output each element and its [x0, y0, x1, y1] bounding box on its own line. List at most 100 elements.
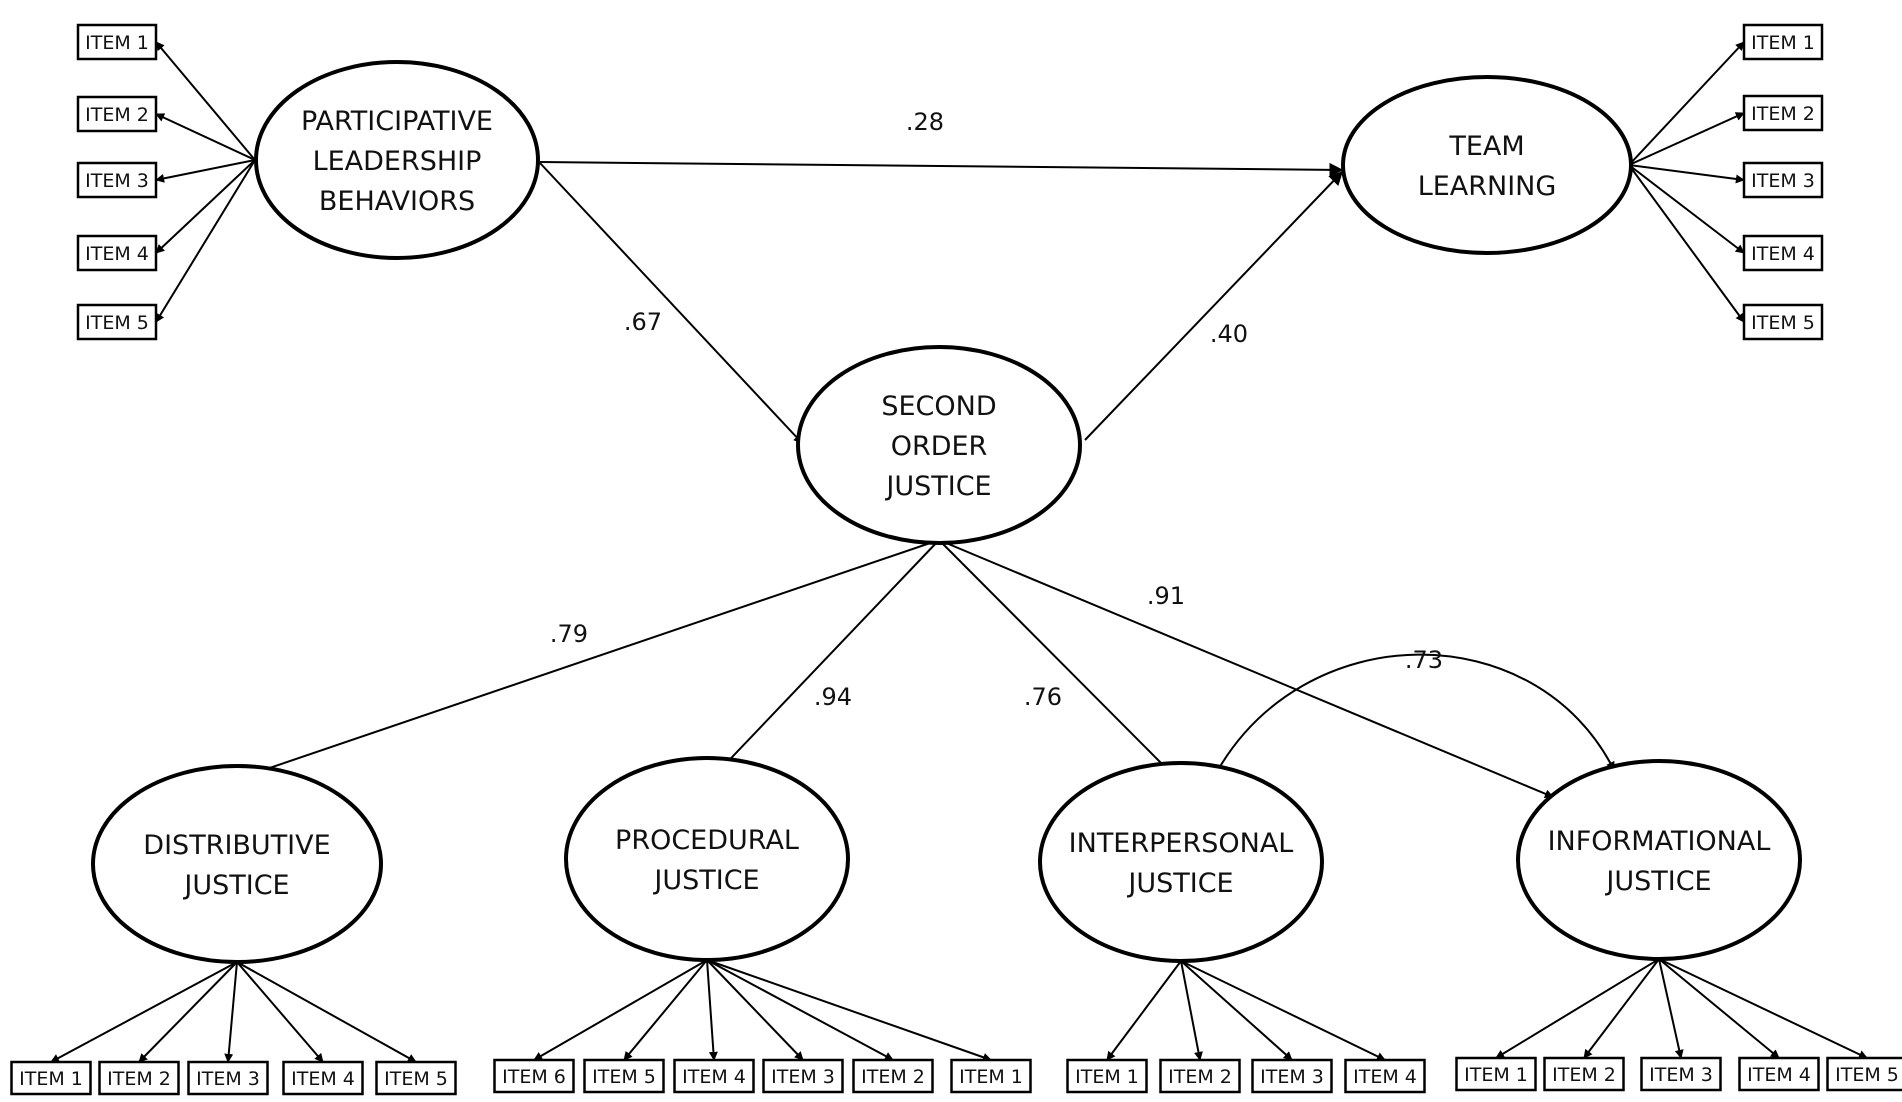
path-second_order_justice-to-distributive_justice: [245, 539, 940, 778]
indicator-loading-line: [1628, 41, 1745, 166]
construct-ellipse: [254, 60, 540, 260]
indicator-box: [1455, 1056, 1537, 1092]
construct-label-line: JUSTICE: [884, 471, 991, 502]
construct-label-line: SECOND: [881, 391, 996, 422]
indicator-box: [76, 161, 158, 199]
indicator-loading-line: [155, 159, 256, 254]
indicator-loading-line: [1628, 164, 1745, 254]
construct-distributive-justice: [91, 764, 383, 964]
construct-label-line: PARTICIPATIVE: [301, 106, 493, 137]
indicator-loading-line: [1628, 112, 1745, 166]
path-second_order_justice-to-interpersonal_justice: [938, 539, 1176, 778]
indicator-loading-line: [1658, 958, 1868, 1059]
path-coefficient: .91: [1147, 582, 1185, 610]
indicator-loading-line: [533, 959, 708, 1061]
path-second_order_justice-to-procedural_justice: [714, 539, 940, 776]
construct-interpersonal-justice: [1038, 761, 1324, 963]
indicator-label: ITEM 2: [1168, 1066, 1232, 1088]
construct-label-line: JUSTICE: [652, 865, 759, 896]
path-coefficient: .94: [814, 683, 852, 711]
indicator-loading-line: [155, 113, 256, 161]
path-second_order_justice-to-team_learning: [1084, 170, 1343, 441]
construct-ellipse: [564, 756, 850, 962]
construct-ellipse: [1341, 75, 1633, 255]
indicator-loading-line: [50, 961, 238, 1063]
indicator-loading-line: [1495, 958, 1660, 1059]
indicator-box: [852, 1058, 934, 1094]
indicator-label: ITEM 5: [1835, 1064, 1899, 1086]
indicator-label: ITEM 1: [85, 32, 149, 54]
indicator-loading-line: [1583, 958, 1660, 1059]
indicator-loading-line: [706, 959, 992, 1062]
construct-ellipse: [1038, 761, 1324, 963]
construct-label-line: INTERPERSONAL: [1069, 828, 1294, 859]
indicator-box: [673, 1058, 755, 1094]
indicator-loading-line: [1180, 960, 1386, 1061]
indicator-box: [1738, 1056, 1820, 1092]
indicator-label: ITEM 1: [1464, 1064, 1528, 1086]
indicator-loading-line: [155, 41, 256, 161]
indicator-loading-line: [236, 961, 324, 1063]
construct-informational-justice: [1516, 759, 1802, 961]
indicator-box: [76, 234, 158, 272]
indicator-box: [1251, 1058, 1333, 1094]
indicator-loading-line: [1180, 960, 1203, 1061]
indicator-loading-line: [155, 159, 256, 183]
indicator-loading-line: [138, 961, 238, 1063]
correlation-arc: [1213, 653, 1615, 778]
construct-label-line: INFORMATIONAL: [1548, 826, 1771, 857]
indicator-label: ITEM 3: [1751, 170, 1815, 192]
indicator-box: [1742, 94, 1824, 132]
indicator-box: [10, 1060, 92, 1096]
indicator-label: ITEM 4: [85, 243, 149, 265]
indicator-box: [76, 23, 158, 61]
indicator-label: ITEM 5: [592, 1066, 656, 1088]
construct-procedural-justice: [564, 756, 850, 962]
indicator-label: ITEM 1: [19, 1068, 83, 1090]
indicator-box: [375, 1060, 457, 1096]
indicator-box: [1066, 1058, 1148, 1094]
indicator-box: [1742, 23, 1824, 61]
construct-second-order-justice: [796, 345, 1082, 545]
indicator-label: ITEM 4: [291, 1068, 355, 1090]
indicator-box: [187, 1060, 269, 1096]
path-coefficient: .28: [906, 108, 944, 136]
indicator-label: ITEM 2: [85, 104, 149, 126]
indicator-loading-line: [224, 961, 238, 1063]
construct-ellipse: [91, 764, 383, 964]
indicator-loading-line: [155, 159, 256, 323]
path-second_order_justice-to-informational_justice: [938, 539, 1554, 799]
indicator-label: ITEM 4: [1353, 1066, 1417, 1088]
indicator-loading-line: [1628, 164, 1745, 184]
indicator-box: [493, 1058, 575, 1094]
indicator-box: [1742, 234, 1824, 272]
indicator-label: ITEM 3: [1649, 1064, 1713, 1086]
indicator-loading-line: [623, 959, 708, 1061]
indicator-box: [1742, 303, 1824, 341]
construct-label-line: LEADERSHIP: [313, 146, 482, 177]
indicator-label: ITEM 2: [107, 1068, 171, 1090]
indicator-label: ITEM 1: [959, 1066, 1023, 1088]
indicator-box: [1159, 1058, 1241, 1094]
path-coefficient: .76: [1024, 683, 1062, 711]
indicator-loading-line: [236, 961, 417, 1063]
path-coefficient: .40: [1210, 320, 1248, 348]
indicator-box: [282, 1060, 364, 1096]
indicator-box: [583, 1058, 665, 1094]
construct-label-line: JUSTICE: [1604, 866, 1711, 897]
indicator-label: ITEM 5: [384, 1068, 448, 1090]
construct-label-line: PROCEDURAL: [615, 825, 799, 856]
path-coefficient: .67: [624, 308, 662, 336]
indicator-label: ITEM 4: [1747, 1064, 1811, 1086]
path-participative_leadership-to-team_learning: [539, 161, 1344, 177]
indicator-box: [762, 1058, 844, 1094]
edges-layer: [50, 41, 1868, 1063]
indicator-label: ITEM 2: [1552, 1064, 1616, 1086]
indicator-label: ITEM 1: [1075, 1066, 1139, 1088]
construct-label-line: BEHAVIORS: [319, 186, 475, 217]
indicator-label: ITEM 2: [861, 1066, 925, 1088]
indicator-label: ITEM 3: [771, 1066, 835, 1088]
indicator-box: [950, 1058, 1032, 1094]
construct-label-line: JUSTICE: [182, 870, 289, 901]
